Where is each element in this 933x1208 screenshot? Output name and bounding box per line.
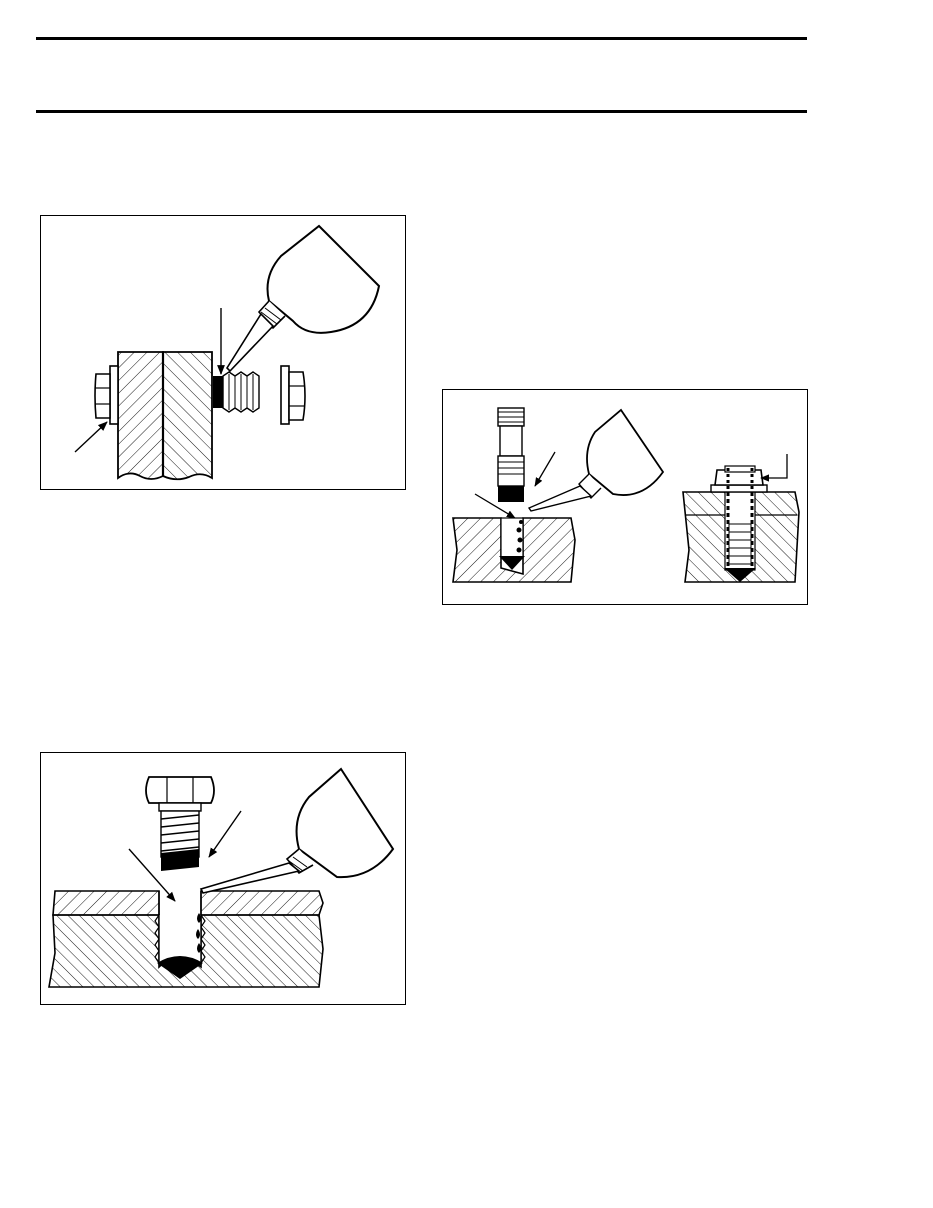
leader-arrow	[128, 848, 176, 902]
leader-arrow	[474, 493, 516, 519]
leader-arrow	[760, 454, 788, 482]
figure-through-bolt	[40, 215, 406, 490]
bolt-head-icon	[94, 365, 119, 425]
figure-stud-and-nut	[442, 389, 808, 605]
bolt-threads-icon	[213, 371, 260, 413]
figure-blind-hole-bolt	[40, 752, 406, 1005]
second-rule	[36, 110, 807, 113]
threadlocker-bottle-icon	[199, 767, 395, 894]
leader-arrow	[74, 421, 108, 453]
figure-stud-and-nut-drawing	[452, 407, 800, 583]
leader-arrow	[208, 810, 242, 858]
threadlocker-bottle-icon	[527, 408, 665, 512]
figure-blind-hole-bolt-drawing	[48, 767, 395, 988]
stud-icon	[497, 407, 525, 502]
bolt-icon	[145, 776, 215, 871]
nut-icon	[280, 365, 306, 425]
leader-arrow	[534, 451, 556, 487]
threadlocker-bottle-icon	[225, 224, 381, 373]
figure-through-bolt-drawing	[74, 224, 381, 481]
top-rule	[36, 37, 807, 40]
nut-on-stud-icon	[710, 465, 768, 566]
